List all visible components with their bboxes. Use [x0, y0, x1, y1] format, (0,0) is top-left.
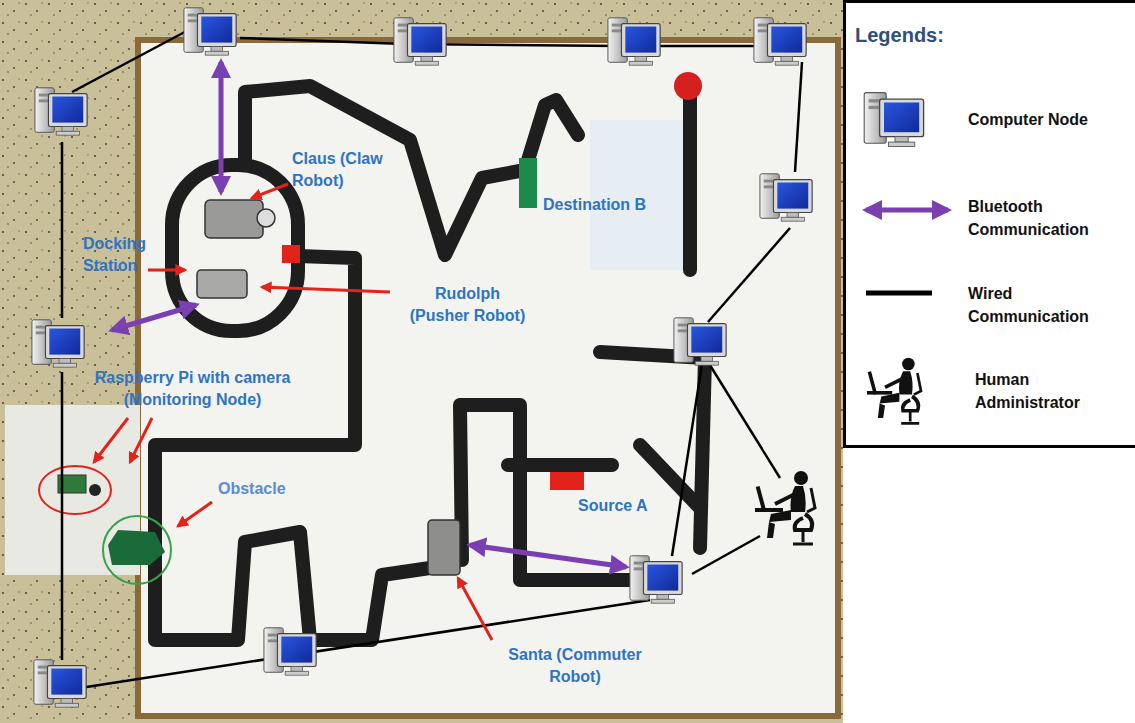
callout-label: Claus (Claw Robot)	[292, 148, 410, 191]
legend-text: Human Administrator	[975, 368, 1105, 414]
legend-text: Computer Node	[968, 108, 1128, 131]
callout-label: Santa (Commuter Robot)	[500, 644, 650, 687]
callout-label: Rudolph (Pusher Robot)	[405, 283, 530, 326]
legend-text: Bluetooth Communication	[968, 195, 1108, 241]
callout-label: Obstacle	[218, 478, 308, 500]
callout-label: Destination B	[543, 194, 683, 216]
callout-label: Source A	[578, 495, 668, 517]
callout-label: Docking Station	[83, 233, 159, 276]
callout-label: Raspberry Pi with camera (Monitoring Nod…	[85, 367, 300, 410]
legend-heading: Legends:	[855, 22, 1055, 49]
legend-text: Wired Communication	[968, 282, 1108, 328]
